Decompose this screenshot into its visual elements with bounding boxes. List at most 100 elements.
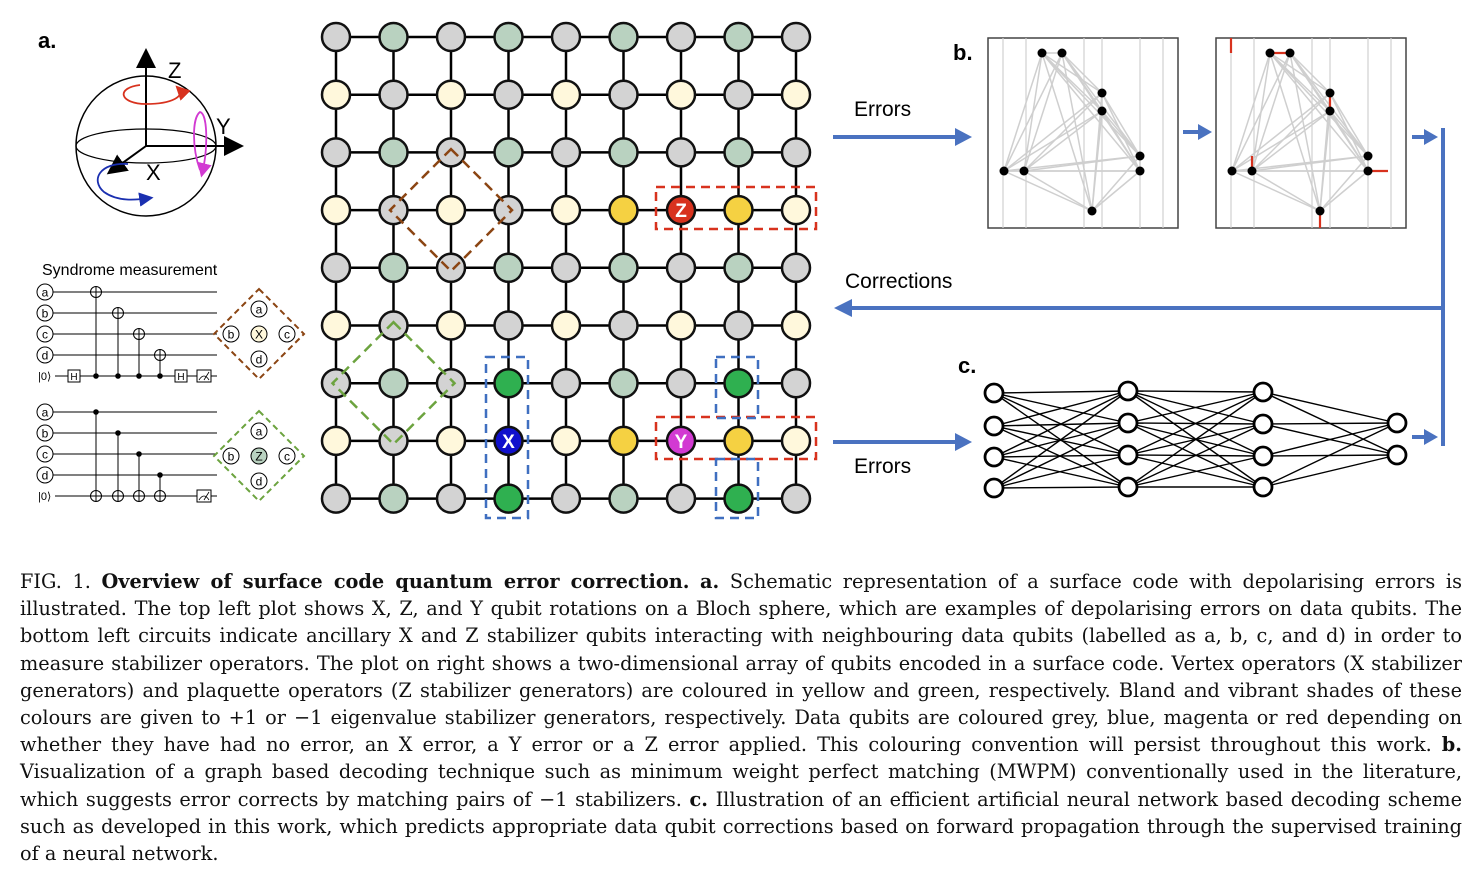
syndrome-node — [1363, 166, 1373, 176]
plaquette-qubit — [608, 252, 639, 284]
caption-a-label: a. — [700, 570, 720, 593]
vertex-qubit — [665, 310, 697, 341]
y-error-syndrome-box-lower — [714, 457, 760, 520]
nn-connection — [1127, 391, 1264, 488]
data-qubit — [665, 252, 697, 284]
qubit-label-text: b — [42, 427, 49, 441]
data-qubit — [550, 21, 582, 53]
cnot-control — [157, 373, 163, 379]
nn-connection — [993, 390, 1129, 394]
nn-neuron — [1252, 445, 1274, 467]
errors-top-label: Errors — [854, 98, 911, 121]
nn-neuron — [1386, 444, 1408, 466]
nn-neuron — [1252, 413, 1274, 435]
vertex-qubit — [320, 310, 352, 341]
vertex-qubit — [320, 425, 352, 457]
nn-connection — [1127, 390, 1264, 393]
stabilizer-ancilla — [250, 447, 268, 465]
graph-edge — [1023, 170, 1093, 212]
stabilizer-data-qubit — [222, 325, 240, 343]
plaquette-qubit — [723, 367, 754, 399]
vertex-qubit — [550, 194, 582, 226]
syndrome-node — [1019, 166, 1029, 176]
data-qubit — [780, 21, 812, 53]
plaquette-qubit — [723, 21, 754, 53]
vertex-qubit — [435, 79, 467, 110]
data-qubit — [665, 483, 697, 514]
qubit-label-text: a — [42, 286, 49, 300]
vertex-qubit — [320, 194, 352, 226]
cnot-control — [136, 373, 142, 379]
bloch-x-label: X — [146, 160, 161, 185]
graph-edge — [1319, 155, 1369, 212]
graph-edge — [1251, 92, 1331, 172]
vertex-qubit — [780, 310, 812, 341]
corrections-label: Corrections — [845, 270, 952, 293]
syndrome-node — [1325, 88, 1335, 98]
nn-neuron — [983, 415, 1005, 437]
caption-title: Overview of surface code quantum error c… — [101, 570, 690, 593]
graph-edge — [1061, 52, 1093, 212]
plaquette-qubit — [493, 21, 524, 53]
caption-c-text: Illustration of an efficient artificial … — [20, 787, 1462, 866]
graph-edge — [1041, 52, 1103, 94]
stabilizer-data-qubit — [250, 350, 268, 368]
nn-connection — [1127, 455, 1264, 488]
flow-arrows: Errors Corrections Errors — [833, 98, 1445, 478]
graph-edge — [1251, 110, 1331, 172]
hadamard-label: H — [177, 372, 184, 383]
stabilizer-data-qubit — [222, 447, 240, 465]
data-qubit — [665, 367, 697, 399]
graph-edge — [1003, 52, 1063, 172]
graph-edge — [1101, 110, 1141, 157]
stabilizer-data-label: d — [256, 353, 263, 367]
graph-edge — [1329, 110, 1369, 172]
measurement-needle — [203, 491, 210, 501]
data-qubit — [320, 21, 352, 53]
bloch-y-label: Y — [216, 114, 231, 139]
data-qubit — [780, 137, 812, 168]
syndrome-node — [1285, 48, 1295, 58]
caption-c-label: c. — [689, 787, 708, 811]
bloch-sphere: Z Y X — [75, 48, 244, 217]
data-qubit — [320, 483, 352, 514]
data-qubit — [780, 483, 812, 514]
data-qubit — [378, 310, 409, 341]
plaquette-qubit — [493, 483, 524, 514]
syndrome-node — [1227, 166, 1237, 176]
mwpm-graphs — [987, 37, 1407, 229]
vertex-qubit — [435, 425, 467, 457]
graph-edge — [1269, 52, 1331, 94]
stabilizer-data-label: a — [256, 303, 263, 317]
data-qubit — [665, 21, 697, 53]
panel-label-a: a. — [38, 28, 56, 53]
stabilizer-diamond — [212, 409, 306, 503]
ancilla-label: |0⟩ — [38, 371, 51, 383]
data-qubit — [550, 137, 582, 168]
data-qubit — [320, 367, 352, 399]
graph-edge — [1091, 170, 1141, 212]
graph-edge — [1231, 52, 1291, 172]
data-qubit — [550, 367, 582, 399]
plaquette-qubit — [723, 483, 754, 514]
vertex-qubit — [608, 194, 639, 226]
y-error-syndrome-box-upper — [714, 355, 760, 420]
nn-connection — [1127, 391, 1264, 456]
nn-neuron — [983, 477, 1005, 499]
figure: a. b. c. Z Y X Syndrome measurement abcd… — [36, 21, 1445, 520]
graph-edge — [1101, 92, 1141, 157]
syndrome-node — [1135, 166, 1145, 176]
z-error-qubit — [665, 194, 697, 226]
plaquette-qubit — [723, 252, 754, 284]
errors-bottom-label: Errors — [854, 455, 911, 478]
graph-edge — [1231, 110, 1331, 172]
measurement-arc — [198, 495, 210, 501]
nn-connection — [993, 390, 1129, 427]
stabilizer-data-qubit — [250, 422, 268, 440]
nn-neuron — [983, 446, 1005, 468]
graph-edge — [1023, 52, 1063, 172]
syndrome-node — [1135, 151, 1145, 161]
stabilizer-data-label: b — [228, 328, 235, 342]
